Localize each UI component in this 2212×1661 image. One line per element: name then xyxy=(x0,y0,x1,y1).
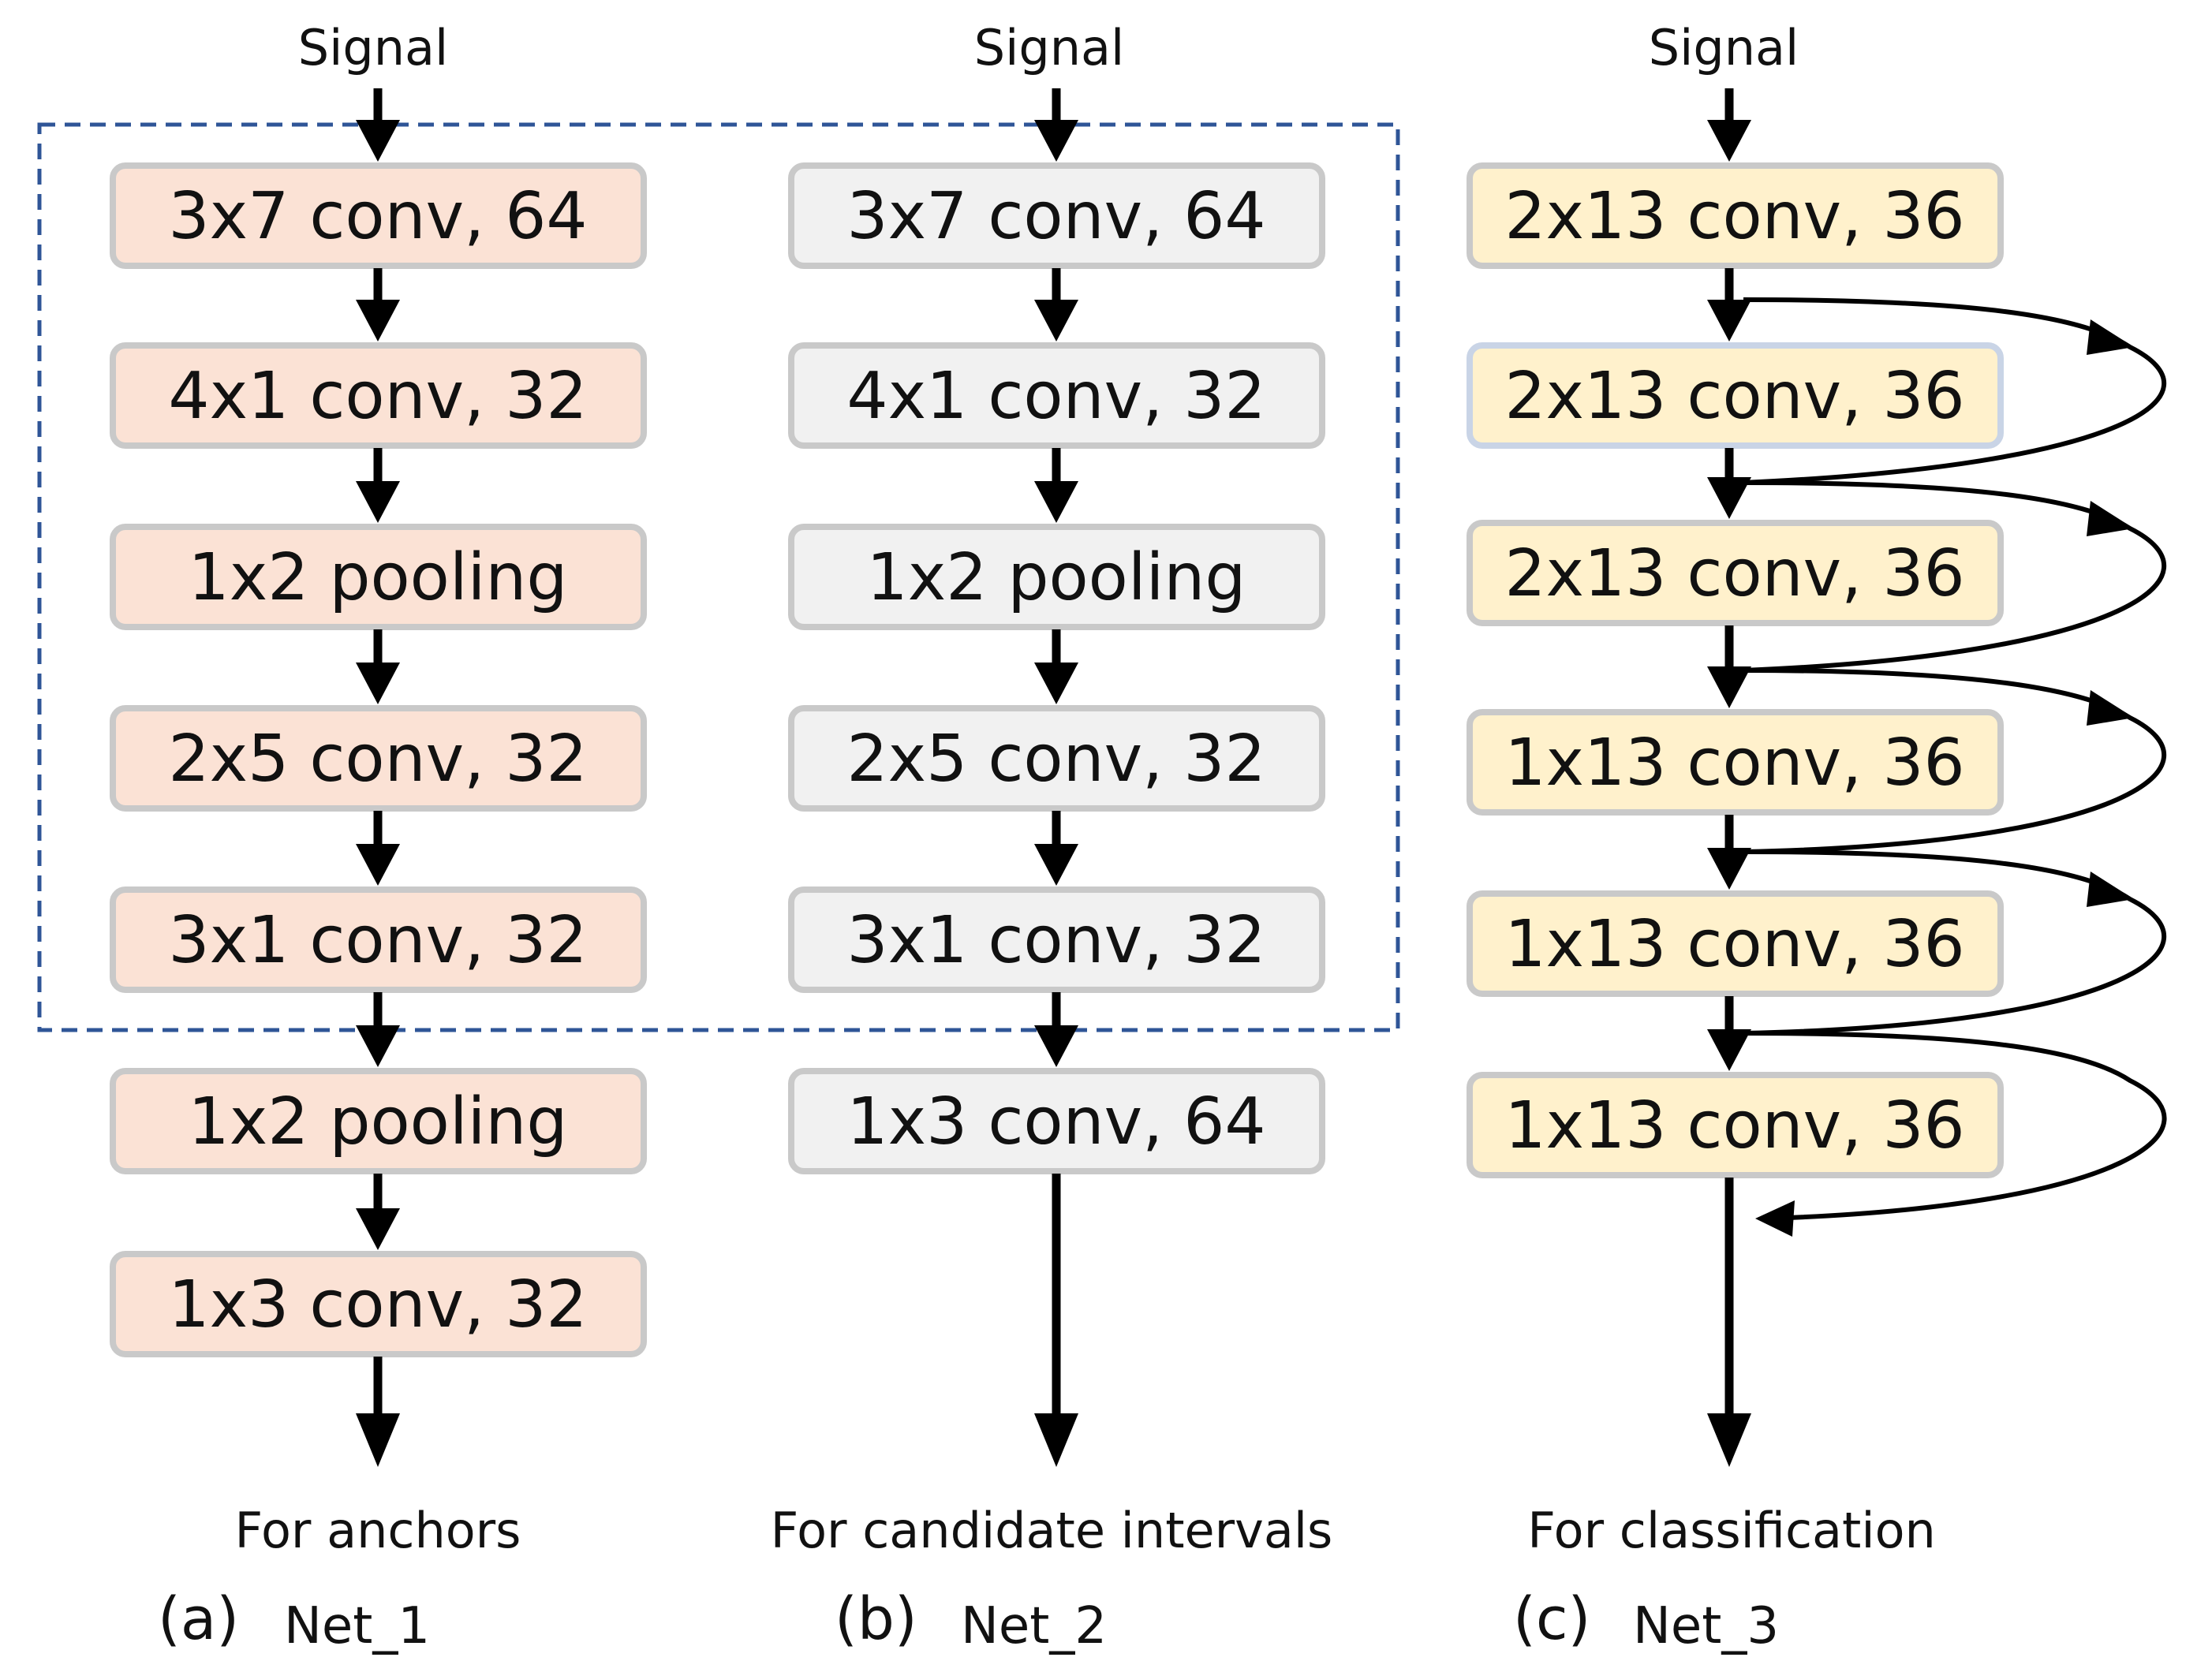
net2-column: 3x7 conv, 64 4x1 conv, 32 1x2 pooling 2x… xyxy=(788,88,1325,1467)
net2-layer-1: 3x7 conv, 64 xyxy=(788,162,1325,269)
net2-layer-2-label: 4x1 conv, 32 xyxy=(846,359,1265,434)
net1-layer-5-label: 3x1 conv, 32 xyxy=(168,903,587,978)
net1-layer-7-label: 1x3 conv, 32 xyxy=(168,1267,587,1342)
net3-layer-6: 1x13 conv, 36 xyxy=(1467,1072,2004,1178)
net1-layer-1: 3x7 conv, 64 xyxy=(110,162,647,269)
net3-input-label: Signal xyxy=(1649,19,1799,77)
skip-connection-1 xyxy=(1743,297,2166,485)
net1-layer-2: 4x1 conv, 32 xyxy=(110,342,647,449)
skip-arrowhead-3 xyxy=(2087,690,2134,726)
skip-connection-5 xyxy=(1743,1031,2167,1221)
net2-layer-2: 4x1 conv, 32 xyxy=(788,342,1325,449)
net1-layer-3-label: 1x2 pooling xyxy=(189,540,568,615)
net1-layer-5: 3x1 conv, 32 xyxy=(110,886,647,993)
net1-input-label: Signal xyxy=(298,19,448,77)
net3-layer-1-label: 2x13 conv, 36 xyxy=(1504,179,1964,254)
net2-layer-1-label: 3x7 conv, 64 xyxy=(846,179,1265,254)
skip-arrowhead-1 xyxy=(2087,319,2134,355)
skip-arrowhead-4 xyxy=(2087,872,2134,907)
net3-layer-3: 2x13 conv, 36 xyxy=(1467,520,2004,626)
net1-arrows xyxy=(356,88,400,1467)
net3-skip-connections xyxy=(1743,297,2167,1221)
net3-layer-6-label: 1x13 conv, 36 xyxy=(1504,1088,1964,1163)
net3-layer-2-label: 2x13 conv, 36 xyxy=(1504,359,1964,434)
net2-layer-5: 3x1 conv, 32 xyxy=(788,886,1325,993)
skip-arrowhead-2 xyxy=(2087,501,2134,536)
net3-column: * 2x13 conv, 36 2x13 conv, 36 2x13 conv,… xyxy=(1467,88,2167,1467)
net2-layer-5-label: 3x1 conv, 32 xyxy=(846,903,1265,978)
net1-layer-2-label: 4x1 conv, 32 xyxy=(168,359,587,434)
net3-layer-5-label: 1x13 conv, 36 xyxy=(1504,907,1964,982)
net2-layer-4: 2x5 conv, 32 xyxy=(788,705,1325,812)
net1-layer-6-label: 1x2 pooling xyxy=(189,1084,568,1159)
skip-connection-4 xyxy=(1743,849,2166,1036)
net2-layer-3: 1x2 pooling xyxy=(788,524,1325,630)
net3-layer-4: 1x13 conv, 36 xyxy=(1467,709,2004,816)
shared-layers-frame xyxy=(37,122,1400,1032)
net2-arrows xyxy=(1034,88,1078,1467)
net1-layer-4-label: 2x5 conv, 32 xyxy=(168,722,587,797)
net1-column: 3x7 conv, 64 4x1 conv, 32 1x2 pooling 2x… xyxy=(110,88,647,1467)
net3-layer-3-label: 2x13 conv, 36 xyxy=(1504,536,1964,611)
net2-layer-4-label: 2x5 conv, 32 xyxy=(846,722,1265,797)
skip-connection-3 xyxy=(1743,668,2166,854)
net3-layer-5: 1x13 conv, 36 xyxy=(1467,890,2004,997)
net1-caption-letter: (a) xyxy=(158,1585,239,1653)
net2-output-label: For candidate intervals xyxy=(771,1502,1333,1559)
net3-caption-name: Net_3 xyxy=(1633,1597,1779,1655)
net2-layer-6: 1x3 conv, 64 xyxy=(788,1068,1325,1174)
net3-arrows xyxy=(1707,88,1751,1467)
skip-arrowhead-5 xyxy=(1755,1200,1795,1237)
skip-connection-2 xyxy=(1743,480,2166,673)
net2-layer-6-label: 1x3 conv, 64 xyxy=(846,1084,1265,1159)
net2-caption-letter: (b) xyxy=(835,1585,917,1653)
net2-input-label: Signal xyxy=(974,19,1124,77)
net3-output-label: For classification xyxy=(1527,1502,1936,1559)
net3-layer-4-label: 1x13 conv, 36 xyxy=(1504,726,1964,801)
net2-layer-3-label: 1x2 pooling xyxy=(867,540,1246,615)
net3-caption-letter: (c) xyxy=(1513,1585,1590,1653)
net1-layer-3: 1x2 pooling xyxy=(110,524,647,630)
net2-caption-name: Net_2 xyxy=(961,1597,1107,1655)
net1-layer-7: 1x3 conv, 32 xyxy=(110,1251,647,1357)
net3-layer-2: 2x13 conv, 36 xyxy=(1467,342,2004,449)
net3-skip-arrowheads xyxy=(1755,319,2134,1237)
net1-caption-name: Net_1 xyxy=(284,1597,430,1655)
net1-layer-6: 1x2 pooling xyxy=(110,1068,647,1174)
net1-layer-4: 2x5 conv, 32 xyxy=(110,705,647,812)
net1-output-label: For anchors xyxy=(235,1502,521,1559)
net3-layer-1: 2x13 conv, 36 xyxy=(1467,162,2004,269)
net1-layer-1-label: 3x7 conv, 64 xyxy=(168,179,587,254)
